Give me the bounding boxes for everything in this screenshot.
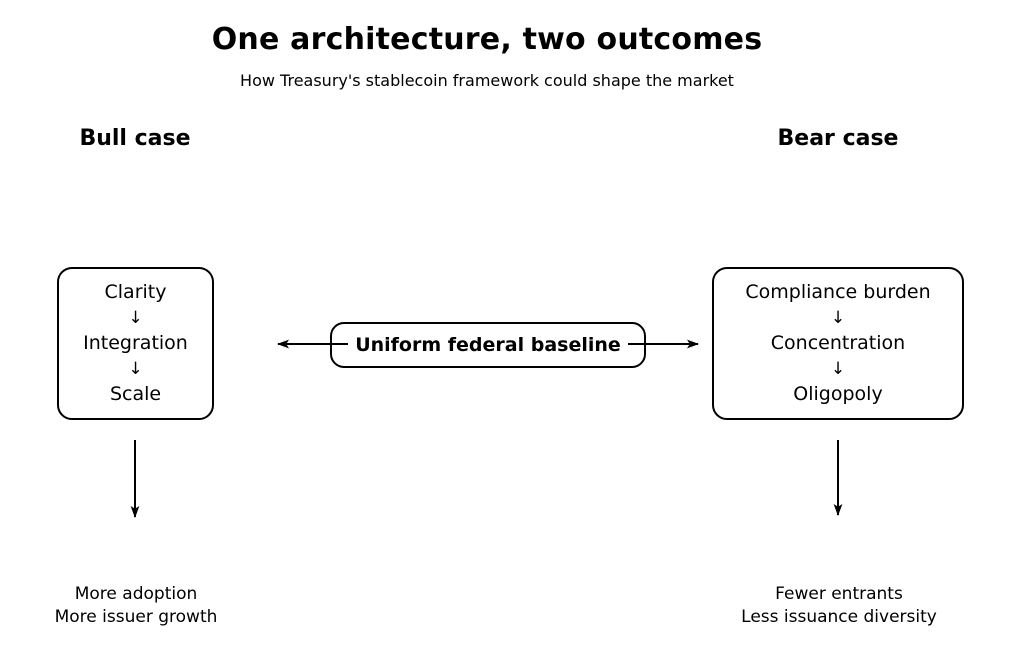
down-arrow-icon: ↓	[128, 359, 143, 379]
baseline-box: Uniform federal baseline	[330, 322, 646, 368]
bear-outcome-text: Fewer entrants Less issuance diversity	[741, 583, 937, 629]
bull-chain-step-3: Scale	[109, 383, 162, 405]
bull-chain-step-1: Clarity	[104, 281, 167, 303]
bear-case-heading: Bear case	[777, 126, 899, 151]
down-arrow-icon: ↓	[830, 308, 846, 328]
bull-chain-box: Clarity ↓ Integration ↓ Scale	[57, 267, 214, 420]
diagram-title: One architecture, two outcomes	[211, 22, 763, 57]
bear-chain-step-1: Compliance burden	[745, 281, 931, 303]
bull-outcome-line-1: More adoption	[74, 584, 198, 604]
bear-chain-box: Compliance burden ↓ Concentration ↓ Olig…	[712, 267, 964, 420]
bull-chain-step-2: Integration	[83, 332, 188, 354]
baseline-label: Uniform federal baseline	[355, 334, 621, 356]
bull-outcome-line-2: More issuer growth	[54, 607, 218, 627]
bear-outcome-line-2: Less issuance diversity	[741, 607, 937, 627]
down-arrow-icon: ↓	[128, 308, 143, 328]
down-arrow-icon: ↓	[830, 359, 846, 379]
bull-case-heading: Bull case	[79, 126, 191, 151]
bull-outcome-text: More adoption More issuer growth	[55, 583, 218, 629]
diagram-subtitle: How Treasury's stablecoin framework coul…	[240, 71, 734, 90]
bear-chain-step-2: Concentration	[770, 332, 906, 354]
bear-chain-step-3: Oligopoly	[793, 383, 883, 405]
bear-outcome-line-1: Fewer entrants	[775, 584, 903, 604]
